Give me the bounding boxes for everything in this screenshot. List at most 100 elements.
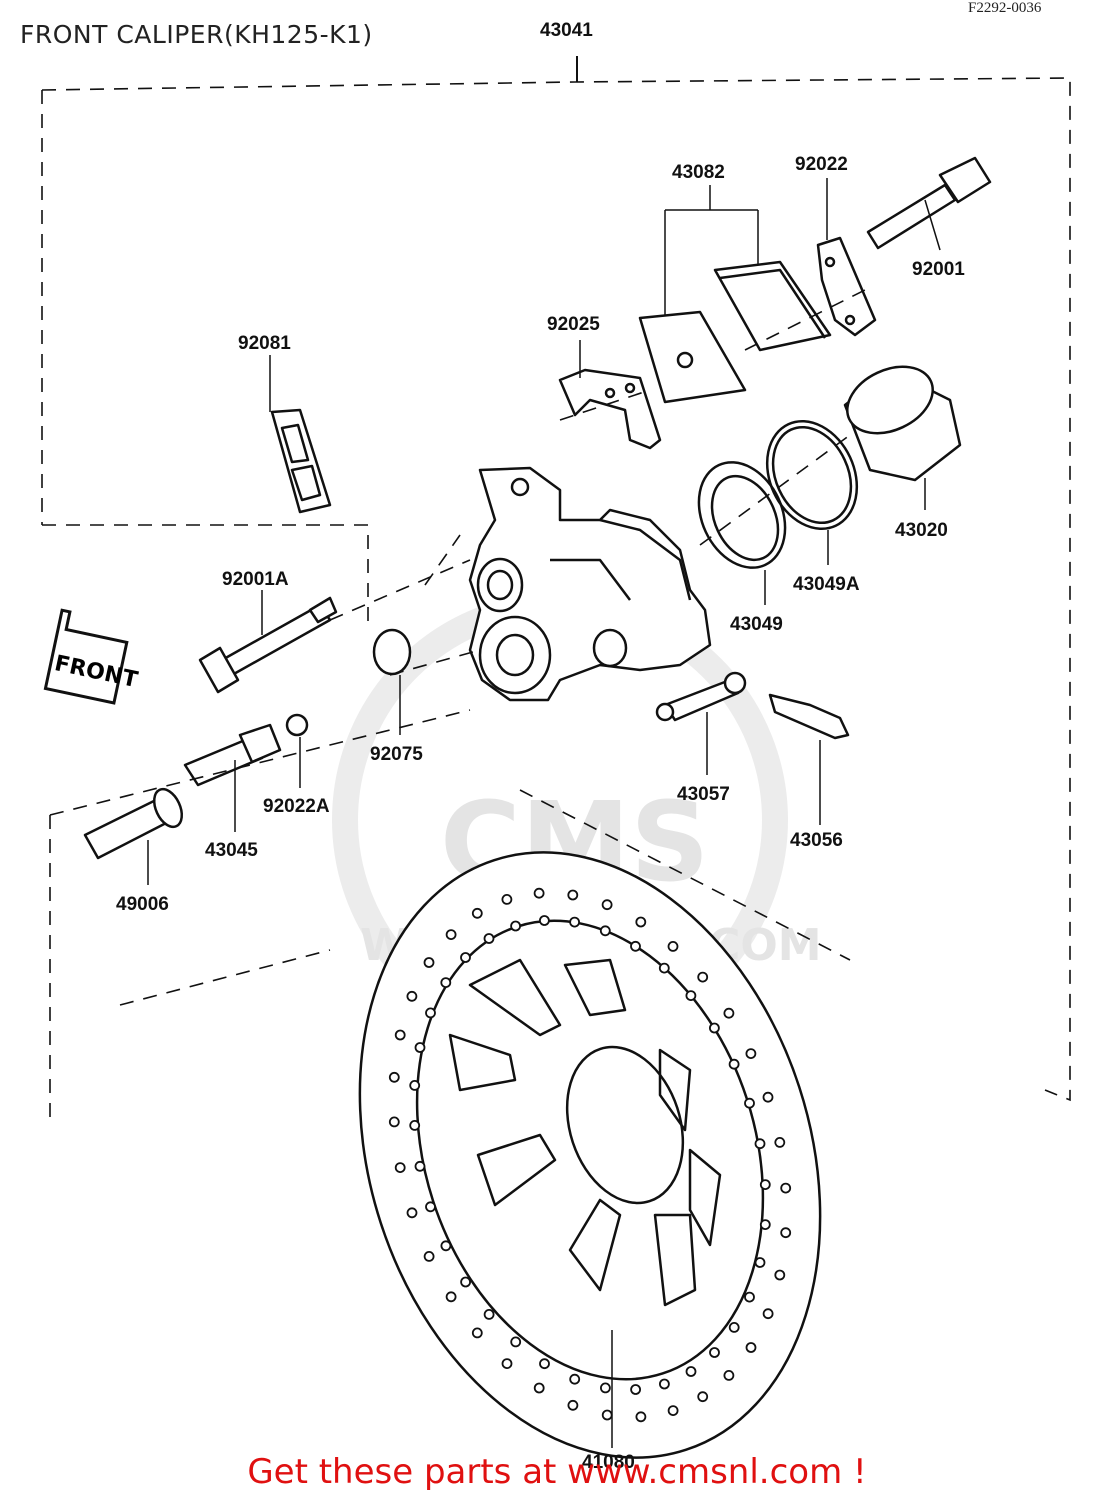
disc-drill-hole <box>533 887 545 899</box>
disc-drill-hole <box>685 1366 697 1377</box>
disc-drill-hole <box>423 1251 435 1262</box>
disc-drill-hole <box>445 1291 457 1303</box>
disc-drill-hole <box>780 1182 792 1194</box>
label-43049: 43049 <box>730 614 783 635</box>
label-92075: 92075 <box>370 744 423 765</box>
part-labels: 43041 43082 92022 92001 92081 92025 4302… <box>116 20 965 1473</box>
label-43082: 43082 <box>672 162 725 183</box>
disc-drill-hole <box>745 1048 757 1059</box>
disc-drill-hole <box>440 1240 452 1252</box>
label-92081: 92081 <box>238 333 291 354</box>
disc-drill-hole <box>460 952 471 963</box>
disc-drill-hole <box>539 915 550 926</box>
diagram-reference-code: F2292-0036 <box>968 0 1042 16</box>
disc-drill-hole <box>471 907 483 919</box>
disc-drill-hole <box>539 1358 550 1370</box>
label-43041: 43041 <box>540 20 593 41</box>
disc-drill-hole <box>697 1391 709 1403</box>
disc-drill-hole <box>601 899 613 911</box>
disc-drill-hole <box>635 916 647 928</box>
disc-drill-hole <box>667 941 679 952</box>
disc-drill-hole <box>728 1058 740 1070</box>
part-49006-pin <box>83 787 184 860</box>
part-92075-cap <box>372 628 412 676</box>
disc-drill-hole <box>425 1007 436 1019</box>
disc-drill-hole <box>567 889 579 901</box>
disc-drill-hole <box>409 1120 421 1131</box>
disc-drill-hole <box>658 962 670 974</box>
disc-drill-hole <box>659 1378 670 1390</box>
disc-drill-hole <box>483 1309 495 1320</box>
disc-drill-hole <box>423 957 435 968</box>
disc-drill-hole <box>745 1342 757 1353</box>
disc-drill-hole <box>409 1080 421 1091</box>
disc-drill-hole <box>388 1116 400 1128</box>
disc-drill-hole <box>567 1399 579 1411</box>
disc-drill-hole <box>635 1411 647 1423</box>
part-43057-bleeder <box>655 671 747 722</box>
disc-drill-hole <box>510 1336 522 1348</box>
disc-drill-hole <box>762 1308 774 1320</box>
disc-drill-hole <box>723 1007 735 1019</box>
disc-drill-hole <box>744 1291 755 1303</box>
disc-drill-hole <box>754 1138 766 1150</box>
label-43020: 43020 <box>895 520 948 541</box>
disc-drill-hole <box>728 1322 740 1333</box>
disc-drill-hole <box>697 971 709 983</box>
part-43082-pads <box>638 260 832 404</box>
disc-drill-hole <box>394 1029 406 1041</box>
disc-drill-hole <box>685 990 697 1001</box>
disc-drill-hole <box>510 920 521 932</box>
disc-drill-hole <box>723 1370 735 1381</box>
disc-drill-hole <box>414 1160 426 1172</box>
disc-drill-hole <box>414 1042 426 1053</box>
page-title: FRONT CALIPER(KH125-K1) <box>20 20 373 49</box>
label-92022A: 92022A <box>263 796 330 817</box>
part-43020-piston <box>843 365 962 482</box>
disc-drill-hole <box>394 1162 406 1173</box>
disc-drill-hole <box>759 1219 771 1230</box>
disc-drill-hole <box>601 1409 613 1421</box>
disc-drill-hole <box>425 1201 436 1213</box>
label-92001A: 92001A <box>222 569 289 590</box>
disc-drill-hole <box>445 929 457 940</box>
disc-drill-hole <box>569 916 580 928</box>
caliper-body <box>468 466 712 702</box>
disc-drill-hole <box>440 977 452 988</box>
label-92022: 92022 <box>795 154 848 175</box>
disc-drill-hole <box>533 1382 545 1394</box>
label-43049A: 43049A <box>793 574 860 595</box>
front-direction-marker: FRONT <box>43 608 140 705</box>
disc-drill-hole <box>460 1276 472 1288</box>
part-43056-screw <box>768 693 850 740</box>
label-92001: 92001 <box>912 259 965 280</box>
disc-drill-hole <box>774 1269 786 1281</box>
disc-drill-hole <box>501 1358 513 1369</box>
disc-drill-hole <box>406 990 418 1002</box>
disc-drill-hole <box>599 925 611 937</box>
disc-drill-hole <box>667 1405 679 1416</box>
disc-drill-hole <box>406 1207 418 1219</box>
disc-drill-hole <box>759 1179 771 1190</box>
part-92001A-bolt <box>198 596 338 694</box>
disc-drill-hole <box>774 1137 786 1148</box>
footer-call-to-action[interactable]: Get these parts at www.cmsnl.com ! <box>247 1452 867 1492</box>
disc-drill-hole <box>754 1257 766 1268</box>
part-43049A-seal <box>765 419 859 531</box>
label-49006: 49006 <box>116 894 169 915</box>
label-43056: 43056 <box>790 830 843 851</box>
disc-drill-hole <box>630 1384 641 1395</box>
label-41080: 41080 <box>582 1452 635 1473</box>
leader-lines <box>147 178 941 1448</box>
part-92001-bolt <box>866 156 992 250</box>
part-92081 <box>270 408 332 514</box>
label-92025: 92025 <box>547 314 600 335</box>
part-92025 <box>558 368 662 450</box>
disc-drill-hole <box>630 940 641 952</box>
part-43049-seal <box>697 461 787 569</box>
disc-drill-hole <box>744 1097 755 1109</box>
label-43057: 43057 <box>677 784 730 805</box>
disc-drill-hole <box>569 1373 581 1385</box>
part-43045-pin <box>183 723 282 787</box>
brake-disc-41080 <box>358 851 822 1459</box>
